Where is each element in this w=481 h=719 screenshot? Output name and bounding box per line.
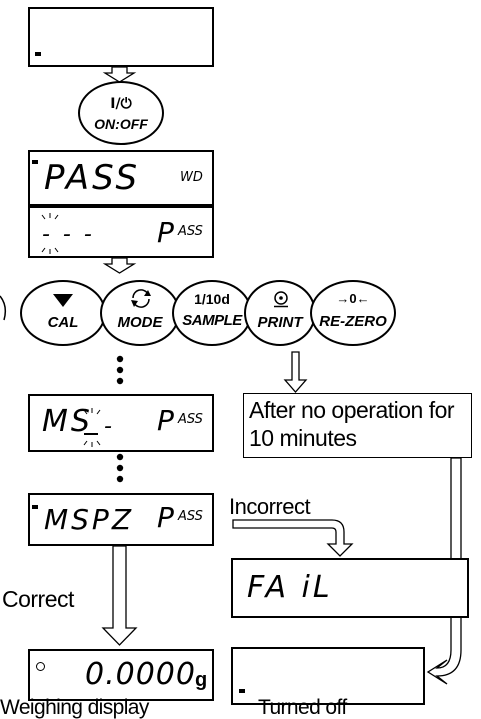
power-button-label: ON:OFF (94, 116, 148, 132)
stability-indicator (32, 160, 38, 164)
key-sample-label: SAMPLE (182, 312, 242, 329)
blink-rays-icon (41, 213, 59, 254)
dot (116, 377, 124, 385)
key-rezero-label: RE-ZERO (319, 313, 387, 330)
stability-indicator (35, 52, 41, 56)
triangle-down-icon (53, 294, 73, 307)
turned-off-label: Turned off (258, 696, 347, 719)
display-weighing: 0.0000 g (28, 649, 214, 701)
arrow-timeout-to-off (426, 457, 462, 685)
display-main-text: MSPZ (44, 503, 134, 536)
weighing-display-label: Weighing display (0, 696, 149, 719)
arrow-pass-to-keys (102, 257, 137, 274)
dot (116, 475, 124, 483)
display-pass: PASS WD (28, 150, 214, 206)
timeout-note-text: After no operation for 10 minutes (249, 397, 455, 451)
display-pass-blink: - - - P ASS (28, 206, 214, 258)
rezero-arrows-icon: →0← (336, 291, 370, 306)
key-sample-top: 1/10d (194, 291, 230, 307)
power-icon: I/⏻ (110, 96, 132, 112)
dot (116, 355, 124, 363)
dot (116, 453, 124, 461)
key-print-label: PRINT (257, 314, 303, 331)
incorrect-label: Incorrect (229, 494, 311, 519)
key-sample[interactable]: 1/10d SAMPLE (172, 280, 252, 346)
display-sub-big: P (157, 501, 174, 534)
correct-label: Correct (2, 586, 74, 612)
arrow-top-to-power (102, 66, 137, 83)
power-indicator-dot (36, 662, 45, 671)
display-sub-big: P (157, 404, 174, 437)
weighing-unit: g (195, 669, 208, 691)
display-sub-text: WD (180, 170, 203, 185)
key-mode-label: MODE (117, 314, 163, 331)
display-turned-off (231, 647, 425, 705)
weighing-value: 0.0000 (85, 657, 196, 692)
blink-rays-icon (83, 408, 101, 447)
key-print[interactable]: PRINT (244, 280, 316, 346)
display-sub-small: ASS (178, 509, 203, 524)
display-main-text: FA iL (247, 570, 333, 605)
display-main-text: MS (42, 404, 93, 439)
display-ms: MS - P ASS (28, 394, 214, 452)
display-sub-small: ASS (178, 224, 203, 239)
dot (116, 366, 124, 374)
key-cal-label: CAL (47, 314, 79, 331)
arrow-correct (101, 545, 138, 646)
key-cal[interactable]: CAL (20, 280, 106, 346)
arrow-incorrect (232, 519, 354, 557)
key-rezero[interactable]: →0← RE-ZERO (310, 280, 396, 346)
power-button[interactable]: I/⏻ ON:OFF (78, 81, 164, 145)
cycle-arrows-icon (131, 289, 151, 308)
display-fail: FA iL (231, 558, 469, 618)
print-target-icon (274, 291, 288, 308)
display-main-text: - - - (42, 222, 95, 247)
timeout-note-box: After no operation for 10 minutes (243, 393, 472, 458)
display-blank-top (28, 7, 214, 67)
dot (116, 464, 124, 472)
display-mspz: MSPZ P ASS (28, 493, 214, 546)
display-sub-small: ASS (178, 412, 203, 427)
display-sub-big: P (157, 216, 174, 249)
display-main-text: PASS (44, 158, 141, 198)
display-tail-text: - (104, 414, 115, 439)
arrow-keys-to-timeout (283, 351, 308, 393)
key-mode[interactable]: MODE (100, 280, 180, 346)
stability-indicator (239, 689, 245, 693)
stability-indicator (32, 505, 38, 509)
